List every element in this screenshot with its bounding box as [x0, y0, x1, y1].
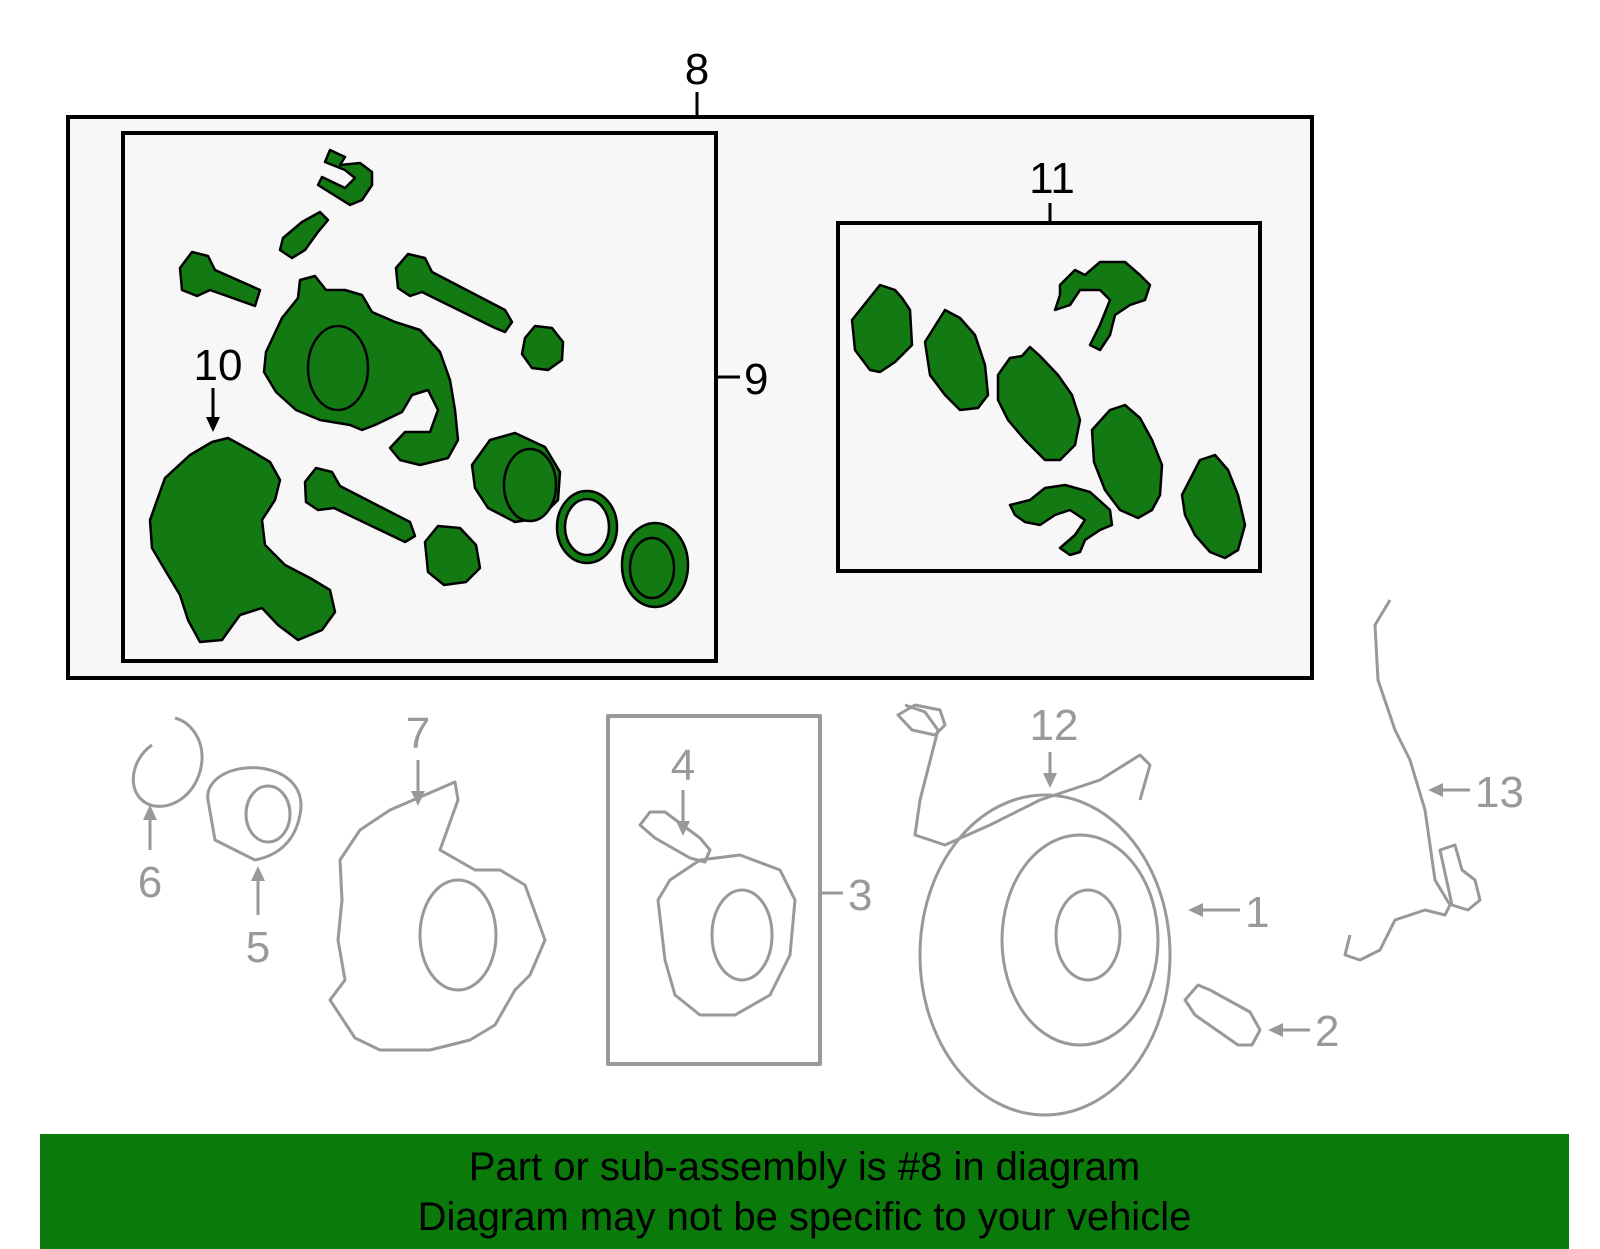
- pad-3: [1090, 403, 1164, 520]
- callout-5-arrow: [251, 866, 265, 881]
- callout-5: 5: [246, 923, 270, 972]
- guide-boot-upper: [520, 324, 565, 372]
- bleeder-screw: [278, 210, 330, 260]
- pad-shim-1: [850, 283, 914, 374]
- hub-box: [606, 714, 822, 1066]
- brake-hose: [904, 703, 1152, 847]
- guide-bolt-right: [394, 252, 514, 334]
- callout-6: 6: [138, 858, 162, 907]
- callout-2: 2: [1315, 1007, 1339, 1056]
- hose-fitting: [896, 703, 947, 737]
- muted-callout-labels: 6 5 7 4 3 12 1 2 13: [138, 701, 1524, 1056]
- callout-6-arrow: [143, 805, 157, 820]
- hub-bore: [710, 888, 774, 982]
- guide-boot-lower: [423, 524, 482, 587]
- wheel-stud: [638, 810, 712, 864]
- callout-13: 13: [1475, 768, 1524, 817]
- wheel-bearing: [206, 766, 303, 862]
- callout-1-arrow: [1188, 903, 1203, 917]
- rotor-bore: [1054, 888, 1122, 982]
- banner-line-2: Diagram may not be specific to your vehi…: [417, 1195, 1192, 1239]
- piston-seal-inner: [563, 497, 611, 557]
- dust-shield: [328, 780, 547, 1052]
- piston-face: [502, 447, 558, 523]
- callout-4-arrow: [676, 821, 690, 836]
- caliper-bore: [306, 324, 370, 412]
- guide-bolt-upper: [178, 250, 262, 308]
- pad-shim-2: [1180, 453, 1247, 560]
- callout-1: 1: [1245, 888, 1269, 937]
- dust-shield-bore: [418, 878, 498, 992]
- dust-boot-inner: [628, 536, 676, 600]
- abs-sensor-head: [1438, 843, 1482, 912]
- callout-10-arrow: [206, 417, 220, 432]
- rotor-screw: [1183, 983, 1262, 1047]
- callout-10: 10: [194, 341, 243, 390]
- bearing-inner: [244, 784, 292, 844]
- brake-rotor: [918, 793, 1172, 1117]
- info-banner: Part or sub-assembly is #8 in diagram Di…: [40, 1134, 1569, 1249]
- callout-9: 9: [744, 355, 768, 404]
- caliper-bracket: [148, 436, 337, 644]
- pad-1: [923, 308, 990, 412]
- callout-12: 12: [1030, 701, 1079, 750]
- pad-2: [996, 345, 1082, 462]
- callout-13-arrow: [1428, 783, 1443, 797]
- callout-3: 3: [848, 871, 872, 920]
- banner-background: [40, 1134, 1569, 1249]
- snap-ring: [131, 716, 204, 808]
- wheel-hub: [656, 853, 797, 1017]
- rotor-hat: [1000, 833, 1160, 1047]
- callout-2-arrow: [1268, 1023, 1283, 1037]
- callout-8: 8: [685, 45, 709, 94]
- callout-7: 7: [406, 709, 430, 758]
- muted-callouts: [143, 752, 1470, 1037]
- caliper-clip: [316, 148, 374, 207]
- callout-11: 11: [1029, 154, 1075, 203]
- banner-line-1: Part or sub-assembly is #8 in diagram: [468, 1145, 1141, 1189]
- callout-4: 4: [671, 741, 695, 790]
- callout-7-arrow: [411, 791, 425, 806]
- pad-clip-upper: [1053, 260, 1152, 352]
- muted-parts: [131, 599, 1482, 1117]
- guide-bolt-lower: [303, 466, 417, 544]
- callout-12-arrow: [1043, 773, 1057, 788]
- highlighted-parts: [148, 148, 1247, 644]
- pad-clip-lower: [1008, 483, 1114, 557]
- abs-sensor-wire: [1343, 599, 1452, 962]
